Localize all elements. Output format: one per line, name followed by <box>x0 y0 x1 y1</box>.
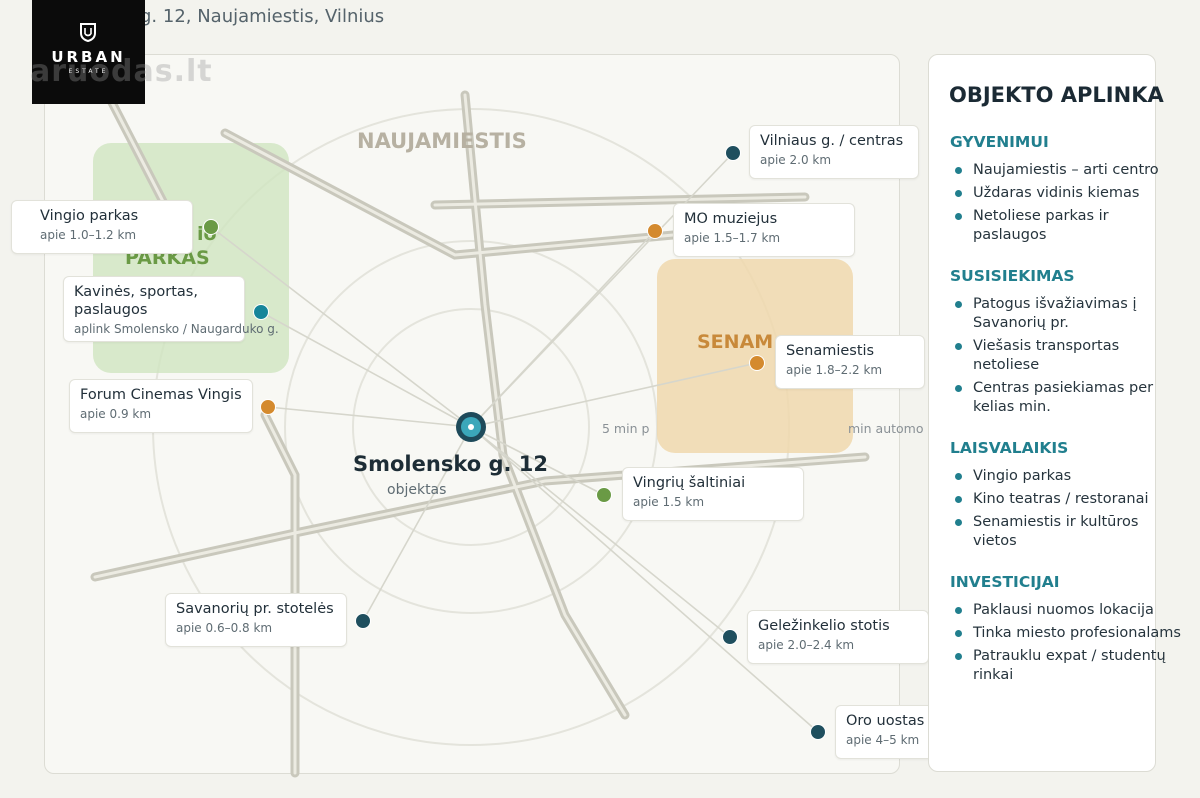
oldtown-label: SENAM <box>697 331 774 353</box>
place-marker-gelezinkelio-stotis[interactable] <box>722 629 738 645</box>
list-item: Patogus išvažiavimas į Savanorių pr. <box>951 295 1153 333</box>
place-callout-vingriu-saltiniai[interactable]: Vingrių šaltiniai apie 1.5 km <box>622 467 804 521</box>
list-item: Uždaras vidinis kiemas <box>951 184 1191 203</box>
section-heading-transport: SUSISIEKIMAS <box>950 267 1075 285</box>
center-subtitle: objektas <box>387 482 447 498</box>
list-item: Tinka miesto profesionalams <box>951 624 1191 643</box>
sidebar-title: OBJEKTO APLINKA <box>949 83 1164 107</box>
list-item: Centras pasiekiamas per kelias min. <box>951 379 1163 417</box>
list-item: Naujamiestis – arti centro <box>951 161 1191 180</box>
place-distance: apie 2.0 km <box>760 153 832 167</box>
section-list-leisure: Vingio parkas Kino teatras / restoranai … <box>951 467 1191 555</box>
place-distance: apie 0.6–0.8 km <box>176 621 273 635</box>
ring-inner <box>352 308 590 546</box>
place-name: Kavinės, sportas, paslaugos <box>74 284 198 318</box>
place-distance: apie 0.9 km <box>80 407 152 421</box>
place-marker-vingriu-saltiniai[interactable] <box>596 487 612 503</box>
section-heading-leisure: LAISVALAIKIS <box>950 439 1069 457</box>
place-marker-senamiestis[interactable] <box>749 355 765 371</box>
section-list-transport: Patogus išvažiavimas į Savanorių pr. Vie… <box>951 295 1191 421</box>
place-distance: apie 1.8–2.2 km <box>786 363 883 377</box>
place-distance: apie 1.5 km <box>633 495 705 509</box>
place-callout-vingio-parkas[interactable]: Vingio parkas apie 1.0–1.2 km <box>11 200 193 254</box>
place-marker-oro-uostas[interactable] <box>810 724 826 740</box>
section-heading-investment: INVESTICIJAI <box>950 573 1060 591</box>
place-name: Savanorių pr. stotelės <box>176 601 334 617</box>
place-callout-mo-muziejus[interactable]: MO muziejus apie 1.5–1.7 km <box>673 203 855 257</box>
logo-wordmark: URBAN <box>51 48 126 66</box>
place-marker-vilniaus-centras[interactable] <box>725 145 741 161</box>
place-distance: apie 4–5 km <box>846 733 920 747</box>
place-callout-paslaugos[interactable]: Kavinės, sportas, paslaugos aplink Smole… <box>63 276 279 342</box>
list-item: Kino teatras / restoranai <box>951 490 1191 509</box>
place-name: Geležinkelio stotis <box>758 618 890 634</box>
place-name: Vingio parkas <box>40 208 139 224</box>
place-name: Vingrių šaltiniai <box>633 475 746 491</box>
place-name: Senamiestis <box>786 343 875 359</box>
section-list-living: Naujamiestis – arti centro Uždaras vidin… <box>951 161 1191 249</box>
address-text: g. 12, Naujamiestis, Vilnius <box>140 6 385 27</box>
map-panel[interactable]: NAUJAMIESTIS io PARKAS SENAM 5 min p min… <box>11 54 955 778</box>
list-item: Senamiestis ir kultūros vietos <box>951 513 1163 551</box>
place-name: Vilniaus g. / centras <box>760 133 904 149</box>
place-callout-vilniaus-centras[interactable]: Vilniaus g. / centras apie 2.0 km <box>749 125 919 179</box>
list-item: Viešasis transportas netoliese <box>951 337 1153 375</box>
place-distance: aplink Smolensko / Naugarduko g. <box>74 322 279 336</box>
header-address-bar: g. 12, Naujamiestis, Vilnius <box>0 4 600 30</box>
list-item: Patrauklu expat / studentų rinkai <box>951 647 1173 685</box>
place-name: Forum Cinemas Vingis <box>80 387 242 403</box>
list-item: Vingio parkas <box>951 467 1191 486</box>
place-marker-vingio-parkas[interactable] <box>203 219 219 235</box>
place-callout-senamiestis[interactable]: Senamiestis apie 1.8–2.2 km <box>775 335 925 389</box>
place-distance: apie 1.5–1.7 km <box>684 231 781 245</box>
list-item: Paklausi nuomos lokacija <box>951 601 1191 620</box>
ring-label-car: min automo <box>848 421 924 436</box>
shield-logo-icon <box>80 23 96 43</box>
spokes <box>210 152 819 733</box>
place-callout-forum-cinemas[interactable]: Forum Cinemas Vingis apie 0.9 km <box>69 379 253 433</box>
urban-estate-logo: URBAN ESTATE <box>32 0 145 104</box>
section-list-investment: Paklausi nuomos lokacija Tinka miesto pr… <box>951 601 1191 689</box>
section-heading-living: GYVENIMUI <box>950 133 1049 151</box>
center-title: Smolensko g. 12 <box>353 452 549 476</box>
place-marker-mo-muziejus[interactable] <box>647 223 663 239</box>
watermark: aruodas.lt <box>30 54 213 89</box>
place-callout-gelezinkelio-stotis[interactable]: Geležinkelio stotis apie 2.0–2.4 km <box>747 610 929 664</box>
place-name: Oro uostas <box>846 713 925 729</box>
place-callout-savanoriu-stoteles[interactable]: Savanorių pr. stotelės apie 0.6–0.8 km <box>165 593 347 647</box>
place-distance: apie 2.0–2.4 km <box>758 638 855 652</box>
district-label: NAUJAMIESTIS <box>357 129 527 153</box>
logo-subtext: ESTATE <box>68 68 109 75</box>
place-name: MO muziejus <box>684 211 778 227</box>
place-marker-forum-cinemas[interactable] <box>260 399 276 415</box>
list-item: Netoliese parkas ir paslaugos <box>951 207 1143 245</box>
place-marker-savanoriu-stoteles[interactable] <box>355 613 371 629</box>
environment-sidebar: OBJEKTO APLINKA GYVENIMUI Naujamiestis –… <box>928 54 1181 772</box>
place-distance: apie 1.0–1.2 km <box>40 228 137 242</box>
place-marker-paslaugos[interactable] <box>253 304 269 320</box>
ring-label-walk: 5 min p <box>602 421 650 436</box>
